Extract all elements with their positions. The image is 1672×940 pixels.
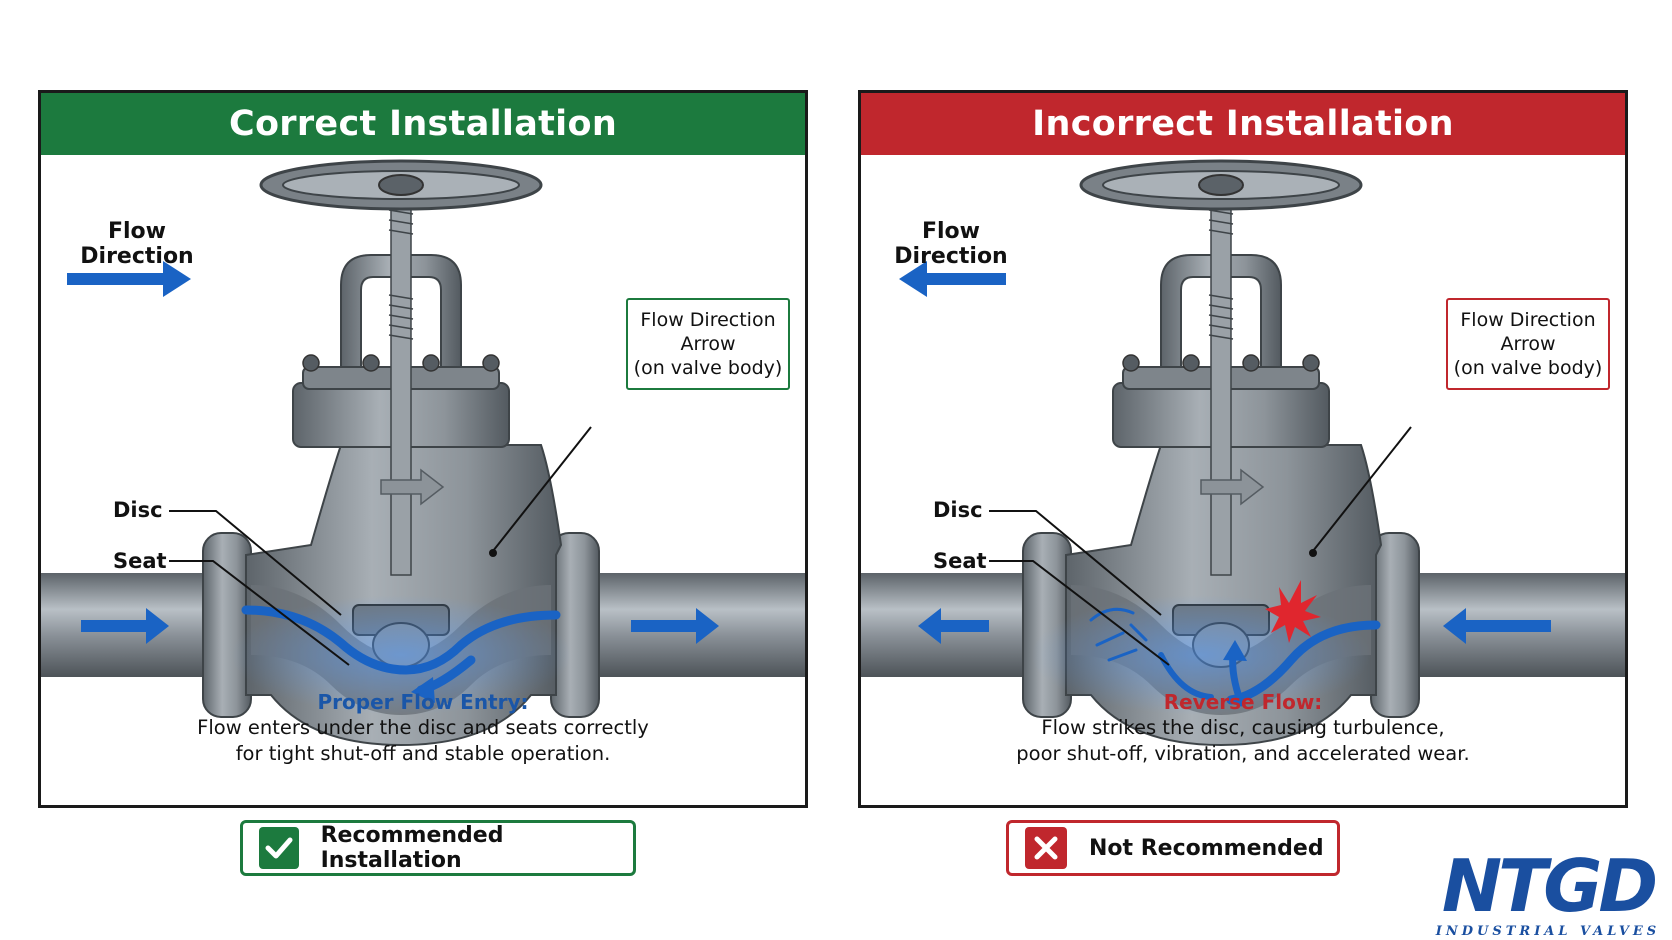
incorrect-installation-panel: Incorrect Installation — [858, 90, 1628, 808]
turbulence-arrows — [1089, 607, 1148, 662]
pipe-arrow-left — [918, 608, 989, 644]
seat-label: Seat — [933, 549, 987, 573]
flow-direction-arrow — [67, 261, 191, 297]
correct-valve-diagram — [41, 159, 805, 747]
body-flow-arrow — [380, 468, 445, 506]
correct-installation-panel: Correct Installation — [38, 90, 808, 808]
check-icon — [259, 827, 299, 869]
cross-icon — [1025, 827, 1067, 869]
flow-direction-arrow — [899, 261, 1006, 297]
incorrect-caption: Reverse Flow: Flow strikes the disc, cau… — [861, 689, 1625, 767]
body-flow-arrow — [1200, 468, 1265, 506]
pipe-arrow-in — [81, 608, 169, 644]
flow-arrow-callout: Flow Direction Arrow (on valve body) — [626, 298, 790, 390]
correct-installation-title: Correct Installation — [41, 93, 805, 155]
pipe-arrow-right — [1443, 608, 1551, 644]
disc-label: Disc — [933, 498, 983, 522]
yoke — [340, 254, 462, 368]
flow-direction-label: Flow Direction — [80, 219, 194, 269]
ntgd-logo: NTGD INDUSTRIAL VALVES — [1432, 844, 1664, 939]
disc-label: Disc — [113, 498, 163, 522]
incorrect-valve-diagram — [861, 159, 1625, 747]
pipe-arrow-out — [631, 608, 719, 644]
not-recommended-badge: Not Recommended — [1006, 820, 1340, 876]
yoke — [1160, 254, 1282, 368]
flow-path — [241, 605, 561, 675]
valve-stem — [1210, 184, 1232, 576]
recommended-label: Recommended Installation — [320, 823, 504, 873]
incorrect-installation-title: Incorrect Installation — [861, 93, 1625, 155]
flow-direction-label: Flow Direction — [894, 219, 1008, 269]
valve-stem — [390, 184, 412, 576]
logo-brand: NTGD — [1441, 844, 1658, 928]
reverse-flow-path — [1226, 620, 1381, 705]
logo-tagline: INDUSTRIAL VALVES — [1435, 924, 1661, 939]
flow-arrow-callout: Flow Direction Arrow (on valve body) — [1446, 298, 1610, 390]
not-recommended-label: Not Recommended — [1089, 835, 1324, 861]
seat-label: Seat — [113, 549, 167, 573]
impact-burst-icon — [1265, 580, 1321, 643]
correct-caption: Proper Flow Entry: Flow enters under the… — [41, 689, 805, 767]
caption-title: Proper Flow Entry: — [317, 690, 529, 714]
recommended-badge: Recommended Installation — [240, 820, 636, 876]
caption-title: Reverse Flow: — [1163, 690, 1323, 714]
